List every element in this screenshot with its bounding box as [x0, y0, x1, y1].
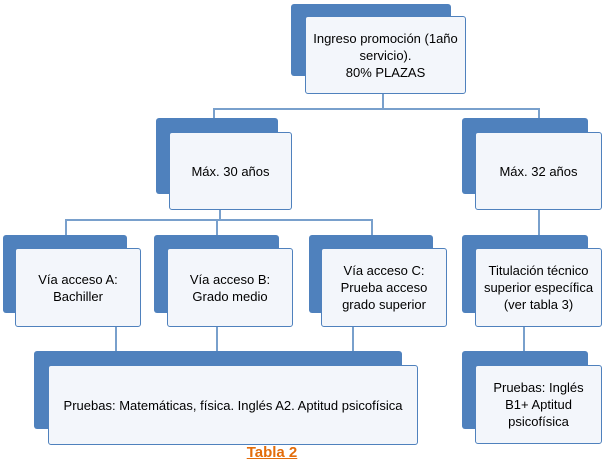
connector-via-b-down [216, 326, 218, 352]
node-titulacion: Titulación técnico superior específica (… [462, 235, 602, 327]
node-age-32: Máx. 32 años [462, 118, 602, 210]
node-pruebas-left-text: Pruebas: Matemáticas, física. Inglés A2.… [63, 397, 403, 413]
node-pruebas-right-text: Pruebas: Inglés B1+ Aptitud psicofísica [493, 380, 584, 429]
connector-age30-down [219, 210, 221, 220]
node-via-b-text: Vía acceso B: Grado medio [189, 271, 271, 304]
node-pruebas-left: Pruebas: Matemáticas, física. Inglés A2.… [34, 351, 418, 445]
node-via-a-text: Vía acceso A: Bachiller [38, 271, 118, 304]
connector-root-down [382, 93, 384, 109]
node-via-c-text: Vía acceso C: Prueba acceso grado superi… [340, 263, 428, 312]
connector-to-via-b [216, 219, 218, 236]
node-root-text: Ingreso promoción (1año servicio). 80% P… [313, 30, 458, 80]
connector-via-c-down [352, 326, 354, 352]
node-via-b: Vía acceso B: Grado medio [154, 235, 293, 327]
connector-level2-horizontal [65, 219, 373, 221]
connector-to-via-c [371, 219, 373, 236]
table-caption: Tabla 2 [246, 444, 298, 461]
node-age-30: Máx. 30 años [156, 118, 292, 210]
connector-via-a-down [115, 326, 117, 352]
connector-level1-horizontal [213, 108, 540, 110]
node-via-a: Vía acceso A: Bachiller [3, 235, 141, 327]
node-age-30-text: Máx. 30 años [191, 163, 270, 179]
connector-age32-down [538, 210, 540, 237]
connector-titulacion-down [523, 326, 525, 352]
node-via-c: Vía acceso C: Prueba acceso grado superi… [309, 235, 447, 327]
node-titulacion-text: Titulación técnico superior específica (… [483, 263, 594, 312]
connector-to-via-a [65, 219, 67, 236]
node-root: Ingreso promoción (1año servicio). 80% P… [291, 4, 466, 94]
node-age-32-text: Máx. 32 años [499, 163, 578, 179]
node-pruebas-right: Pruebas: Inglés B1+ Aptitud psicofísica [462, 351, 602, 444]
